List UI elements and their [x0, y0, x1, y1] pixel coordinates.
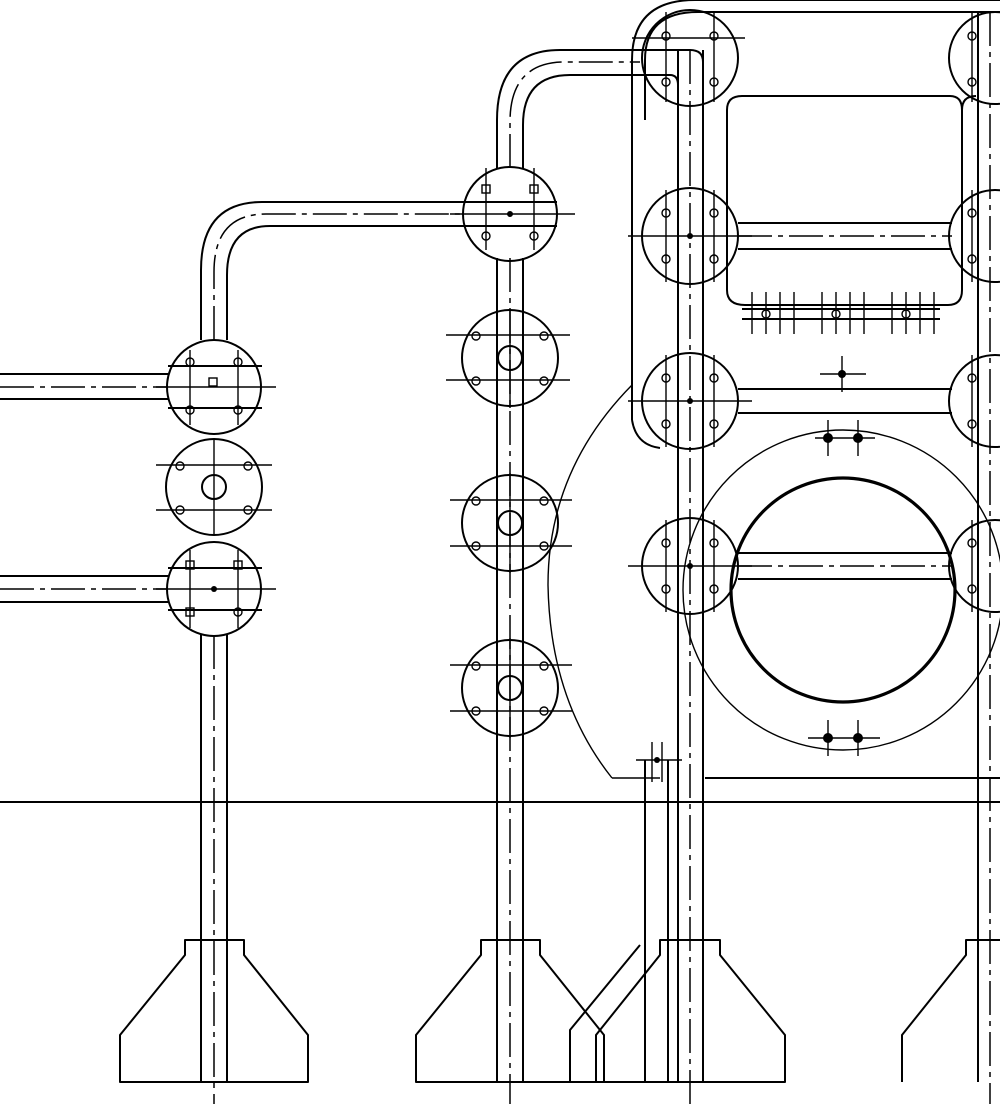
- column-3-pipe: [640, 49, 704, 1104]
- column-4-flange-4: [948, 519, 1000, 613]
- column-2-flange-2: [446, 308, 570, 408]
- column-2-flange-1: [450, 166, 575, 262]
- column-3-flange-2: [628, 187, 752, 285]
- cross-bar-3: [738, 552, 952, 580]
- sweep-arc: [547, 384, 660, 779]
- column-4-base: [901, 939, 1000, 1082]
- column-1-flange-1: [156, 339, 276, 435]
- cross-bar-1: [738, 222, 952, 250]
- column-2-base: [415, 939, 605, 1083]
- large-ring: [682, 420, 1000, 756]
- column-3-flange-3: [628, 352, 752, 450]
- column-1-base: [119, 939, 309, 1083]
- cross-bar-2: [738, 388, 952, 414]
- column-4-flange-3: [948, 354, 1000, 448]
- column-2-pipe: [496, 49, 640, 1104]
- marker-cross-top: [820, 356, 866, 392]
- column-4-flange-2: [948, 189, 1000, 283]
- column-4-pipe: [961, 12, 991, 1104]
- left-pipe-upper: [0, 373, 168, 400]
- column-2-flange-4: [450, 638, 572, 738]
- left-pipe-lower: [0, 575, 168, 603]
- bolt-row: [742, 292, 940, 334]
- column-2-flange-3: [450, 473, 572, 573]
- column-4-flange-1: [948, 11, 1000, 105]
- column-1-pipe: [200, 201, 466, 1104]
- column-1-flange-2: [156, 438, 272, 536]
- column-1-flange-3: [156, 541, 276, 637]
- column-3-flange-1: [632, 9, 745, 107]
- branch-pipe: [636, 742, 682, 1082]
- column-3-base: [569, 939, 786, 1083]
